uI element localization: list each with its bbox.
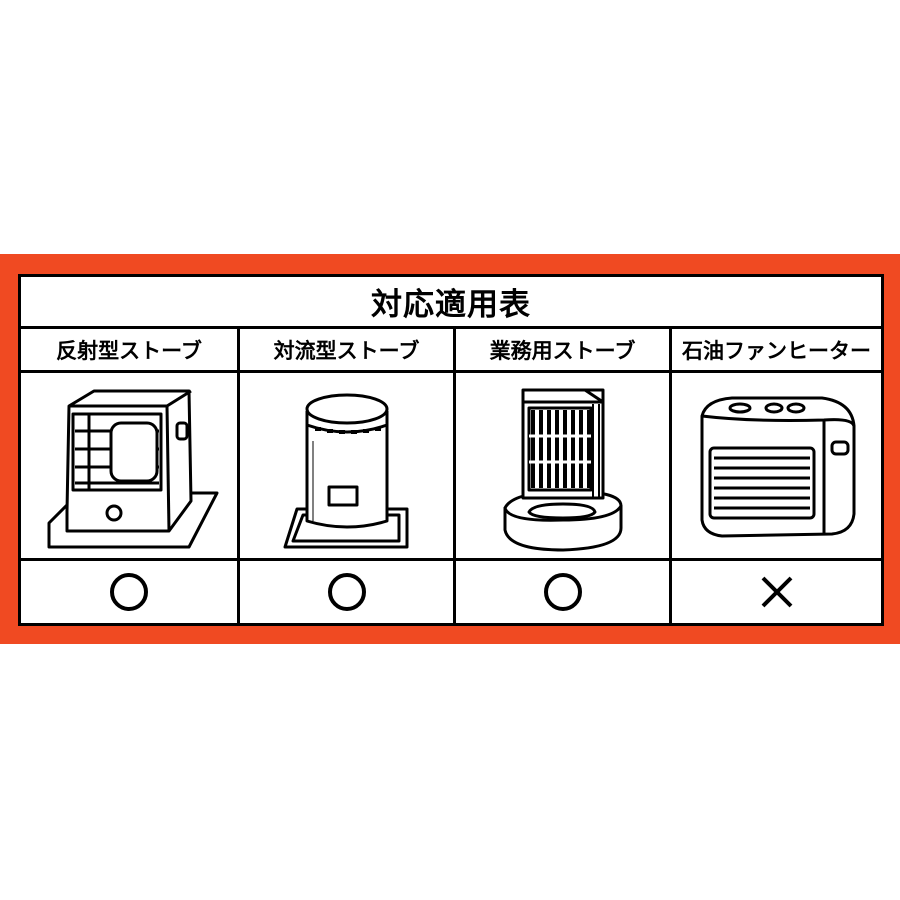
convection-stove-icon bbox=[283, 393, 408, 548]
reflective-stove-icon bbox=[47, 389, 219, 548]
compatibility-table: 対応適用表 反射型ストーブ bbox=[18, 274, 884, 626]
circle-mark-icon bbox=[543, 573, 582, 611]
kerosene-fan-heater-icon bbox=[700, 396, 855, 537]
kerosene-fan-heater-cell bbox=[672, 373, 881, 561]
cross-mark-icon bbox=[761, 576, 792, 608]
column-reflective-stove: 反射型ストーブ bbox=[21, 329, 237, 623]
convection-stove-cell bbox=[240, 373, 453, 561]
circle-mark-icon bbox=[327, 573, 366, 611]
column-kerosene-fan-heater: 石油ファンヒーター bbox=[669, 329, 881, 623]
table-title: 対応適用表 bbox=[21, 277, 881, 329]
column-label: 反射型ストーブ bbox=[21, 329, 237, 373]
compatibility-mark-cell bbox=[240, 561, 453, 623]
column-convection-stove: 対流型ストーブ bbox=[237, 329, 453, 623]
column-label: 石油ファンヒーター bbox=[672, 329, 881, 373]
commercial-stove-cell bbox=[456, 373, 669, 561]
red-frame: 対応適用表 反射型ストーブ bbox=[0, 254, 900, 644]
compatibility-mark-cell bbox=[672, 561, 881, 623]
commercial-stove-icon bbox=[503, 388, 622, 551]
column-label: 業務用ストーブ bbox=[456, 329, 669, 373]
reflective-stove-cell bbox=[21, 373, 237, 561]
column-commercial-stove: 業務用ストーブ bbox=[453, 329, 669, 623]
compatibility-mark-cell bbox=[456, 561, 669, 623]
compatibility-mark-cell bbox=[21, 561, 237, 623]
circle-mark-icon bbox=[110, 573, 148, 611]
column-label: 対流型ストーブ bbox=[240, 329, 453, 373]
